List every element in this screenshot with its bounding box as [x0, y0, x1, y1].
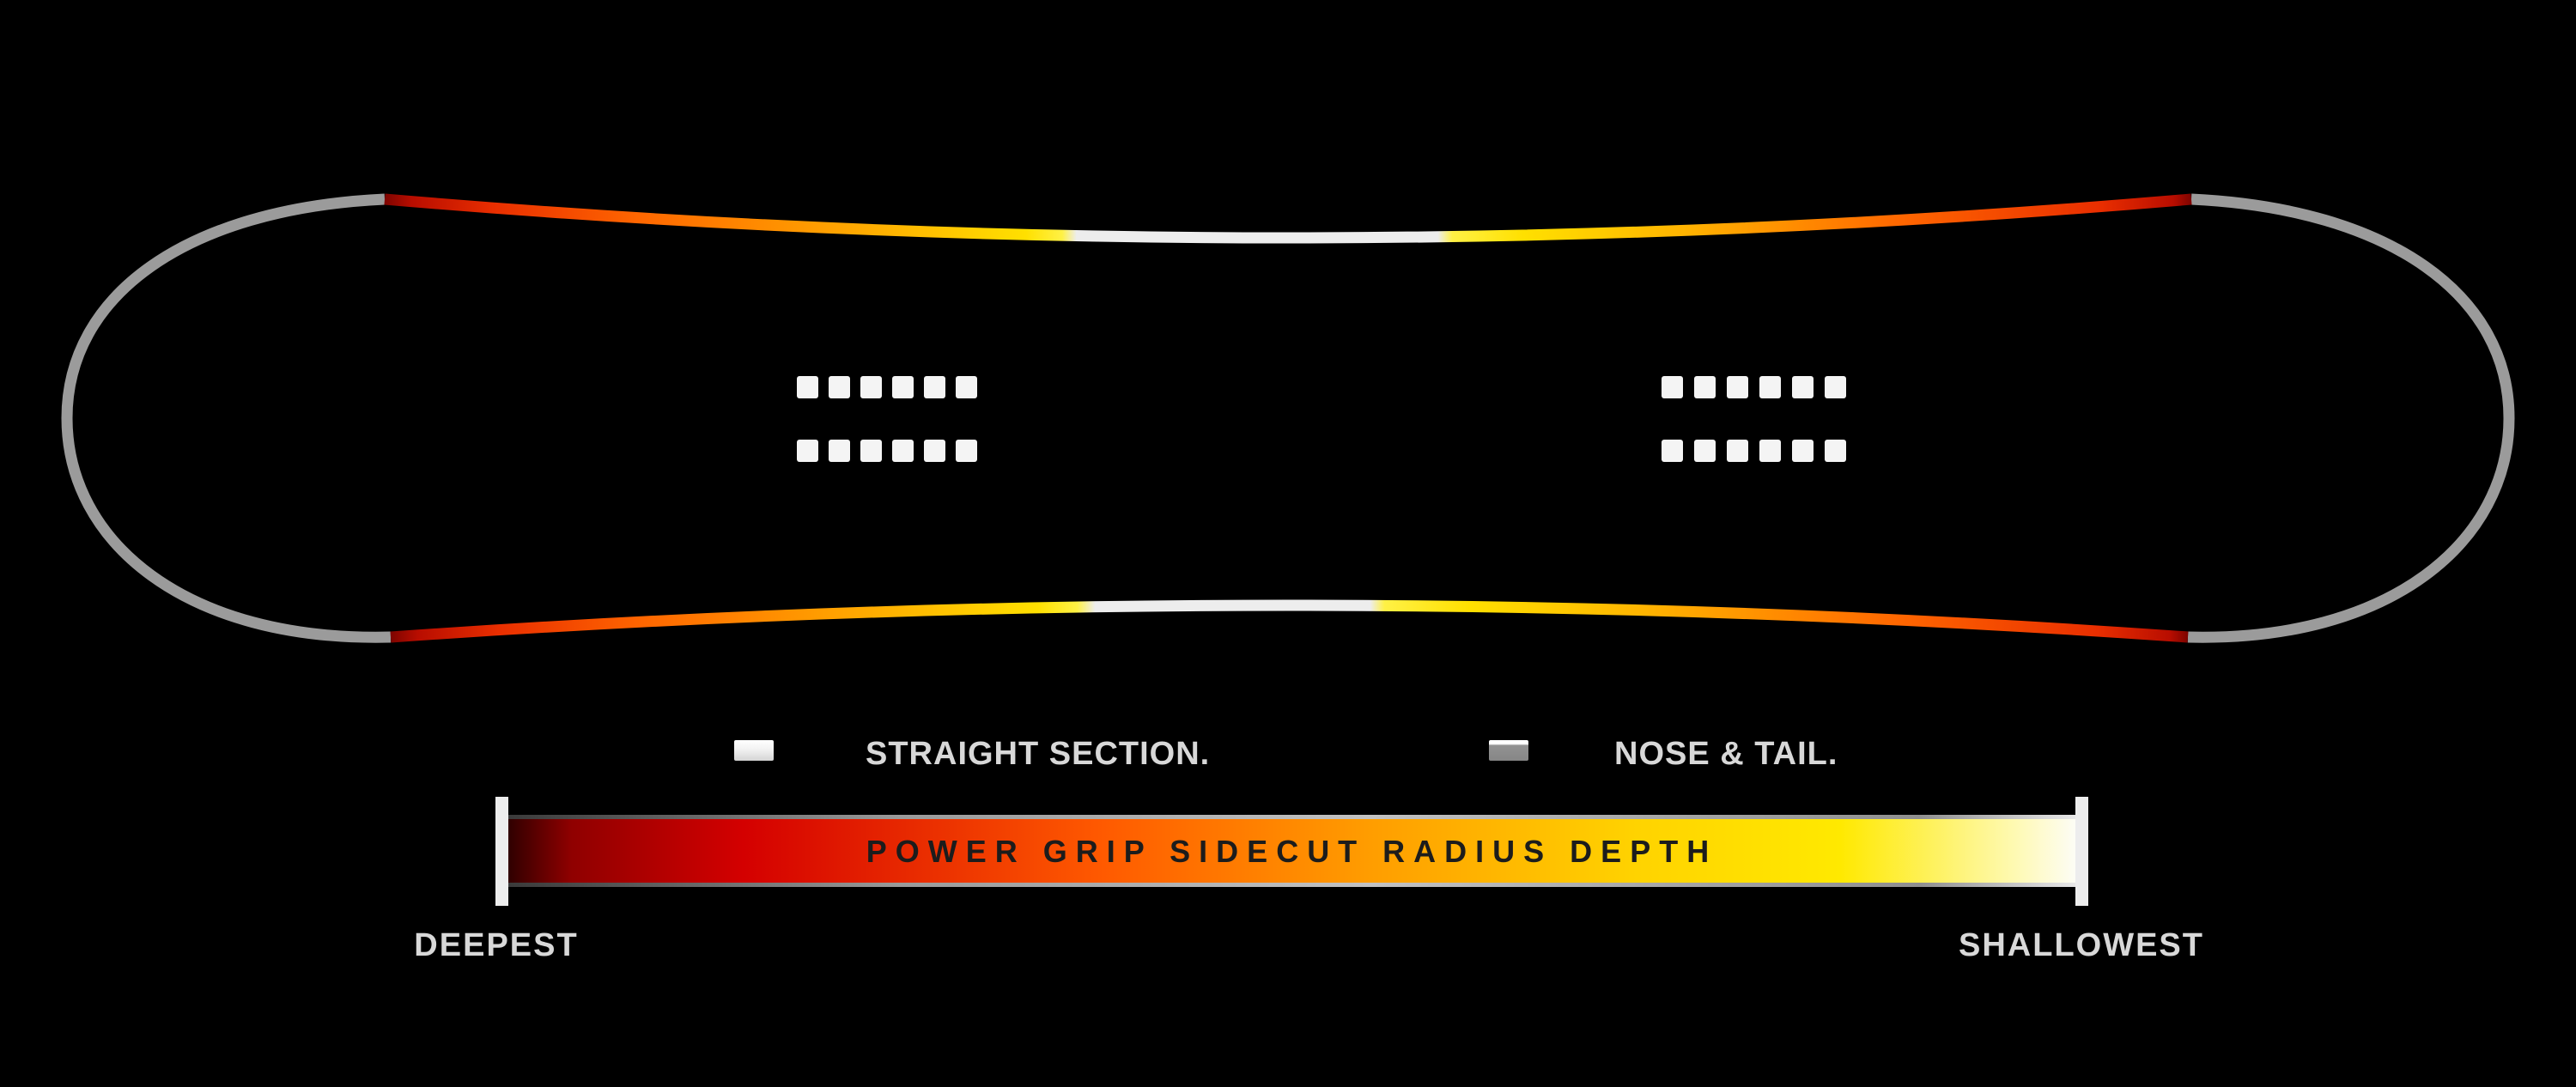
scale-bar-title: POWER GRIP SIDECUT RADIUS DEPTH [866, 834, 1718, 869]
binding-inserts-front [797, 376, 977, 462]
board-top-edge-sidecut [384, 193, 2192, 244]
binding-inserts-back [1662, 376, 1846, 462]
scale-bar-right-cap [2075, 797, 2088, 906]
insert-hole [1825, 440, 1846, 462]
scale-bar-deepest-label: DEEPEST [414, 927, 579, 963]
insert-hole [924, 376, 945, 398]
scale-bar-shallowest-label: SHALLOWEST [1959, 927, 2204, 963]
board-nose-outline [61, 193, 392, 643]
insert-hole [892, 376, 914, 398]
insert-hole [1825, 376, 1846, 398]
insert-hole [892, 440, 914, 462]
insert-hole [1662, 376, 1683, 398]
insert-hole [1727, 440, 1748, 462]
insert-hole [1759, 376, 1781, 398]
insert-hole [797, 376, 818, 398]
board-tail-outline [2187, 193, 2515, 643]
legend-swatch-nose-tail [1489, 740, 1528, 761]
insert-hole [860, 376, 882, 398]
legend-label-nose-tail: NOSE & TAIL. [1614, 736, 1838, 772]
legend-label-straight-section: STRAIGHT SECTION. [866, 736, 1211, 772]
insert-hole [1727, 376, 1748, 398]
insert-hole [829, 440, 850, 462]
insert-hole [1662, 440, 1683, 462]
insert-hole [956, 440, 977, 462]
insert-hole [924, 440, 945, 462]
insert-hole [1694, 440, 1716, 462]
insert-hole [1759, 440, 1781, 462]
scale-bar-gradient: POWER GRIP SIDECUT RADIUS DEPTH [508, 819, 2075, 883]
insert-hole [1792, 376, 1814, 398]
scale-bar-top-bevel [508, 815, 2075, 819]
insert-hole [797, 440, 818, 462]
insert-hole [956, 376, 977, 398]
insert-hole [1694, 376, 1716, 398]
scale-bar-bottom-bevel [508, 883, 2075, 887]
scale-bar-left-cap [495, 797, 508, 906]
insert-hole [1792, 440, 1814, 462]
insert-hole [829, 376, 850, 398]
legend-swatch-straight-section [734, 740, 774, 761]
insert-hole [860, 440, 882, 462]
board-bottom-edge-sidecut [390, 599, 2189, 643]
